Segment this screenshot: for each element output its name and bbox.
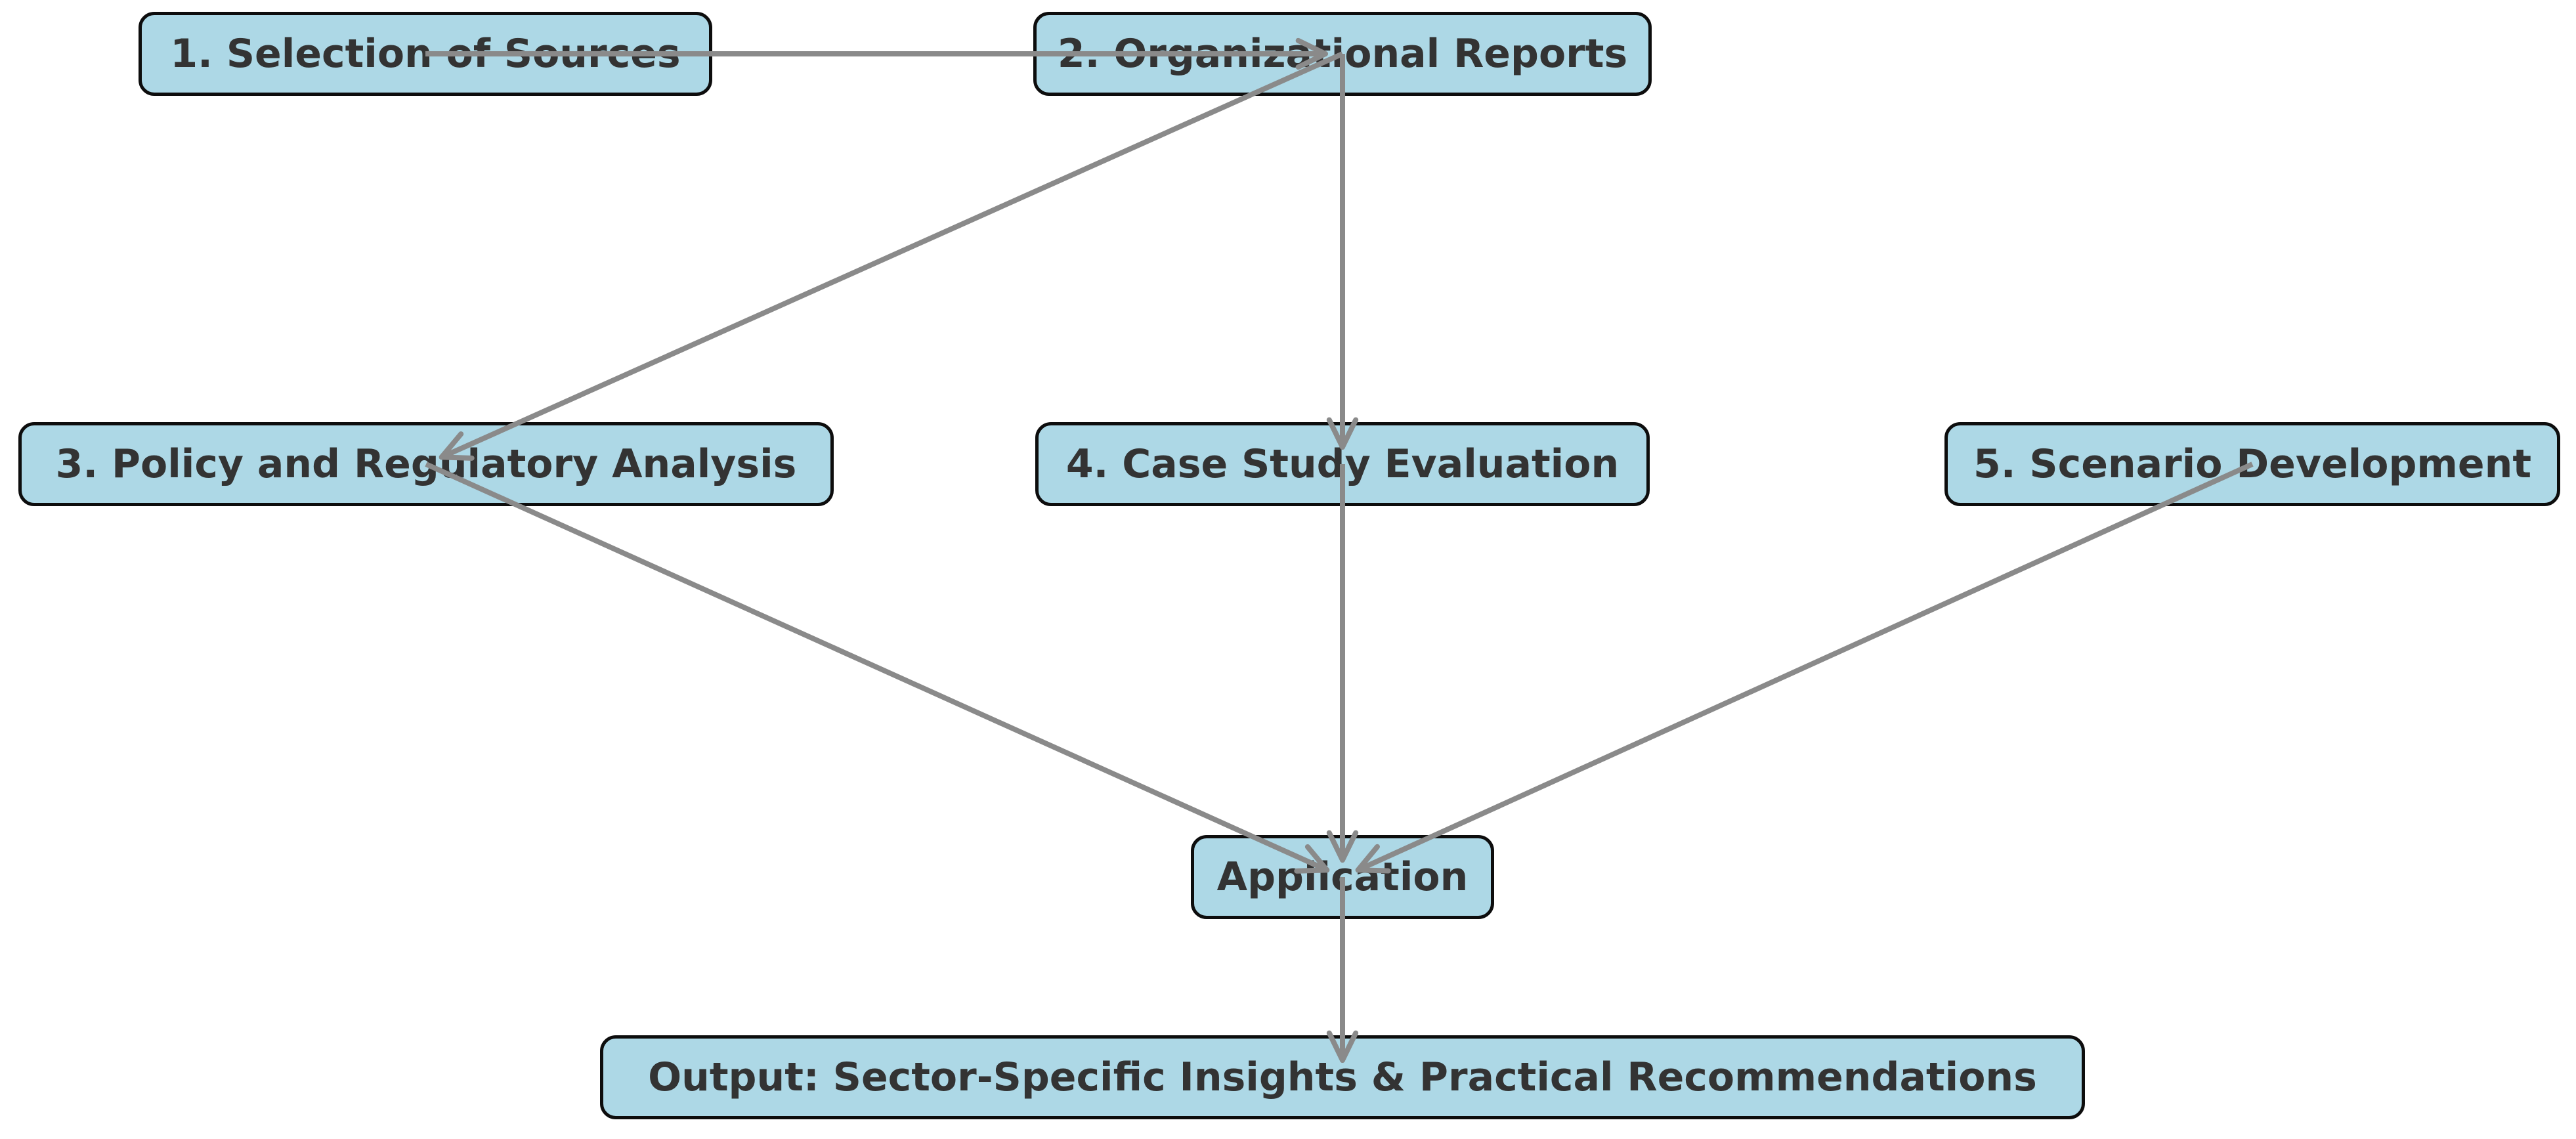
node-case-study: 4. Case Study Evaluation xyxy=(1035,422,1650,506)
edge-case-study-to-application xyxy=(1326,464,1359,863)
node-selection-of-sources: 1. Selection of Sources xyxy=(139,12,712,96)
node-organizational-reports: 2. Organizational Reports xyxy=(1033,12,1652,96)
edge-organizational-reports-to-policy-regulatory xyxy=(439,51,1344,461)
edge-line xyxy=(440,51,1344,460)
edge-organizational-reports-to-case-study xyxy=(1326,54,1359,450)
edge-line xyxy=(1357,462,2254,872)
node-label: 1. Selection of Sources xyxy=(170,31,681,77)
node-label: Application xyxy=(1216,854,1469,900)
edge-scenario-development-to-application xyxy=(1355,462,2254,874)
node-application: Application xyxy=(1191,835,1494,919)
node-policy-regulatory: 3. Policy and Regulatory Analysis xyxy=(18,422,834,506)
node-label: 5. Scenario Development xyxy=(1973,441,2532,487)
edge-line xyxy=(425,462,1328,872)
node-label: Output: Sector-Specific Insights & Pract… xyxy=(648,1054,2037,1100)
node-scenario-development: 5. Scenario Development xyxy=(1944,422,2560,506)
edge-policy-regulatory-to-application xyxy=(425,462,1330,874)
node-label: 3. Policy and Regulatory Analysis xyxy=(55,441,797,487)
node-label: 4. Case Study Evaluation xyxy=(1065,441,1620,487)
node-output: Output: Sector-Specific Insights & Pract… xyxy=(600,1035,2085,1119)
node-label: 2. Organizational Reports xyxy=(1057,31,1628,77)
